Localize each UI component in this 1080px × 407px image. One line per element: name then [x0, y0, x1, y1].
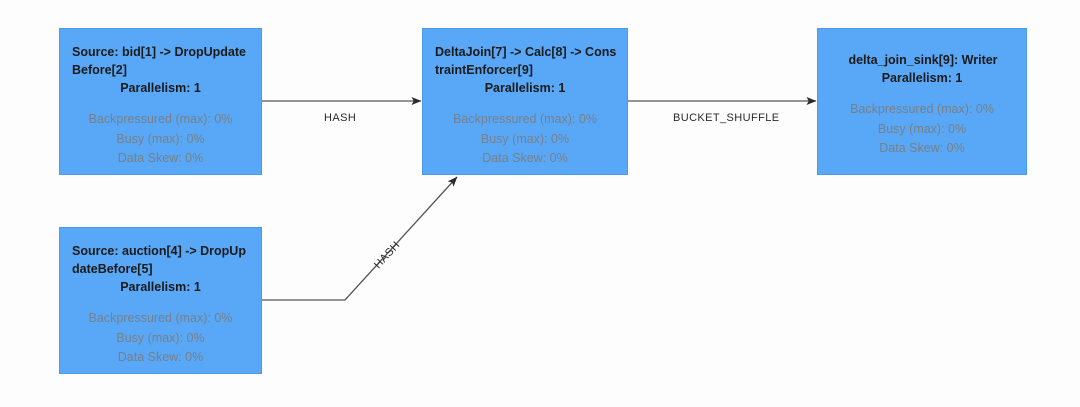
metric-backpressured: Backpressured (max): 0% — [850, 102, 994, 117]
edge-label-bucket-shuffle: BUCKET_SHUFFLE — [673, 112, 780, 124]
node-title: delta_join_sink[9]: Writer — [848, 53, 998, 67]
metric-busy: Busy (max): 0% — [480, 131, 570, 146]
node-title: Source: auction[4] -> DropUpdateBefore[5… — [72, 244, 246, 277]
node-title: DeltaJoin[7] -> Calc[8] -> ConstraintEnf… — [435, 45, 617, 78]
metric-data-skew: Data Skew: 0% — [482, 151, 568, 166]
metric-busy: Busy (max): 0% — [116, 131, 205, 146]
node-metrics: Backpressured (max): 0% Busy (max): 0% D… — [433, 110, 617, 168]
node-metrics: Backpressured (max): 0% Busy (max): 0% D… — [828, 100, 1016, 158]
node-delta-join[interactable]: DeltaJoin[7] -> Calc[8] -> ConstraintEnf… — [422, 28, 628, 175]
node-delta-join-sink[interactable]: delta_join_sink[9]: Writer Parallelism: … — [817, 28, 1027, 175]
edge-label-hash-diagonal: HASH — [372, 239, 403, 272]
node-parallelism: Parallelism: 1 — [120, 81, 201, 96]
metric-backpressured: Backpressured (max): 0% — [88, 311, 233, 326]
node-title: Source: bid[1] -> DropUpdateBefore[2] — [72, 45, 246, 78]
node-source-auction[interactable]: Source: auction[4] -> DropUpdateBefore[5… — [59, 227, 262, 374]
node-parallelism: Parallelism: 1 — [120, 280, 201, 295]
metric-busy: Busy (max): 0% — [877, 121, 967, 136]
node-metrics: Backpressured (max): 0% Busy (max): 0% D… — [70, 309, 251, 367]
metric-busy: Busy (max): 0% — [116, 330, 205, 345]
edge-auction-to-deltajoin[interactable] — [261, 176, 458, 301]
metric-data-skew: Data Skew: 0% — [879, 141, 965, 155]
metric-data-skew: Data Skew: 0% — [117, 350, 204, 365]
node-parallelism: Parallelism: 1 — [881, 71, 963, 86]
node-parallelism: Parallelism: 1 — [484, 81, 566, 96]
edge-label-hash-top: HASH — [324, 112, 357, 124]
metric-data-skew: Data Skew: 0% — [117, 151, 204, 166]
node-metrics: Backpressured (max): 0% Busy (max): 0% D… — [70, 110, 251, 168]
metric-backpressured: Backpressured (max): 0% — [453, 112, 597, 127]
node-source-bid[interactable]: Source: bid[1] -> DropUpdateBefore[2] Pa… — [59, 28, 262, 175]
metric-backpressured: Backpressured (max): 0% — [88, 112, 233, 127]
